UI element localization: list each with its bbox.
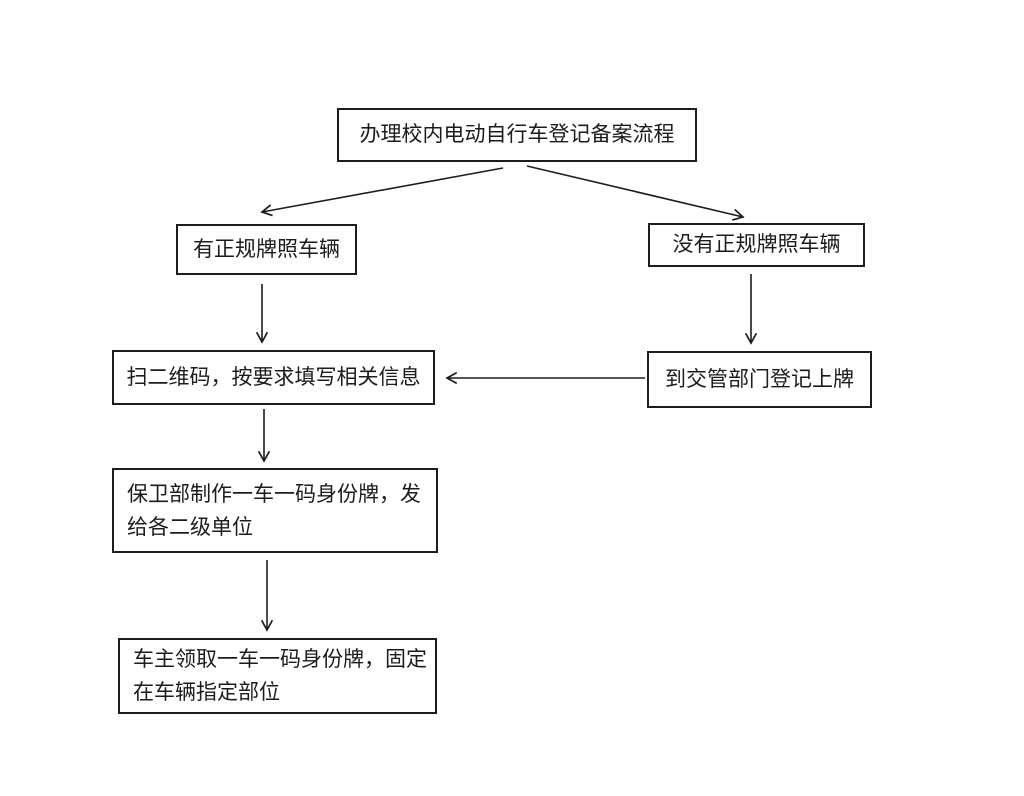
flow-node-no-plate: 没有正规牌照车辆 [648, 223, 865, 267]
flow-node-scan-qr: 扫二维码，按要求填写相关信息 [112, 350, 435, 405]
flow-node-has-plate: 有正规牌照车辆 [176, 224, 357, 275]
flow-node-has-plate-label: 有正规牌照车辆 [193, 236, 340, 261]
flow-node-start: 办理校内电动自行车登记备案流程 [337, 108, 697, 162]
flow-node-scan-qr-label: 扫二维码，按要求填写相关信息 [126, 364, 421, 389]
arrow-start-to-has-plate [262, 167, 504, 212]
flow-node-make-plate-line2: 给各二级单位 [127, 514, 253, 539]
flow-node-owner-receive: 车主领取一车一码身份牌，固定 在车辆指定部位 [118, 638, 437, 714]
flow-node-traffic-register: 到交管部门登记上牌 [647, 351, 872, 408]
flow-node-make-plate: 保卫部制作一车一码身份牌，发 给各二级单位 [112, 468, 438, 553]
flow-node-owner-receive-line2: 在车辆指定部位 [133, 680, 280, 704]
flow-node-owner-receive-line1: 车主领取一车一码身份牌，固定 [133, 647, 427, 672]
flow-node-make-plate-line1: 保卫部制作一车一码身份牌，发 [127, 481, 421, 506]
flow-node-start-label: 办理校内电动自行车登记备案流程 [359, 122, 675, 147]
flow-node-no-plate-label: 没有正规牌照车辆 [672, 232, 841, 257]
arrow-start-to-no-plate [526, 165, 743, 217]
flow-node-traffic-register-label: 到交管部门登记上牌 [665, 366, 854, 391]
